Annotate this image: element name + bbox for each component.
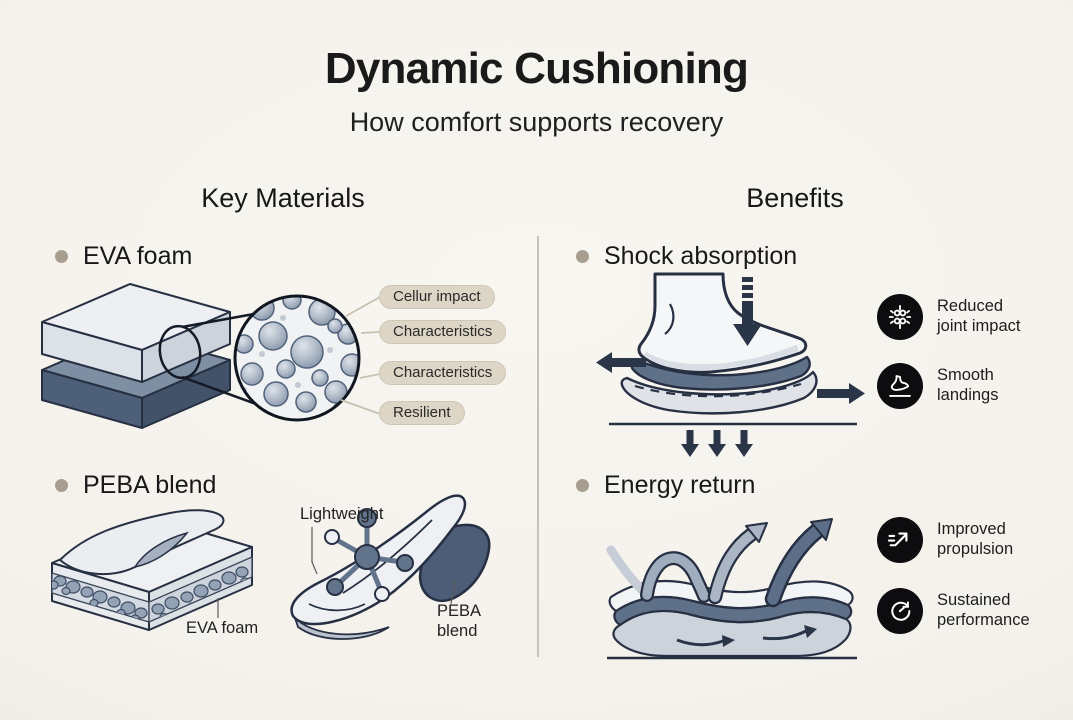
bullet-dot [576,479,589,492]
benefit-label: Energy return [604,471,756,499]
benefit-label: Shock absorption [604,242,798,270]
foam-core-front [52,575,148,622]
benefit-badge-reduced-joint-impact: Reduced joint impact [877,294,1020,340]
benefit-item-energy-return: Energy return [576,471,755,500]
badge-label: Reduced joint impact [937,297,1021,335]
smooth-landing-icon [877,363,923,409]
benefit-badge-smooth-landings: Smooth landings [877,363,998,409]
flow-arrows [676,625,817,647]
peba-blend-illustration [51,509,253,631]
eva-foam-illustration [41,283,381,429]
callout-leader-lines [340,296,381,415]
foot [637,272,808,374]
peeling-top-sheet [58,509,225,576]
materials-heading: Key Materials [201,183,365,213]
bullet-dot [55,479,68,492]
benefits-heading: Benefits [746,183,844,213]
material-item-eva-foam: EVA foam [55,242,192,271]
peba-blend-label: PEBA blend [437,602,482,641]
energy-return-illustration [606,518,857,660]
rebound-arrows [606,518,833,608]
left-dispersion-arrow [596,352,646,373]
callout-pill: Characteristics [379,320,507,344]
page-subtitle: How comfort supports recovery [349,107,724,137]
peba-blend-leader-line [450,579,456,605]
badge-label: Sustained performance [937,591,1030,629]
material-label: EVA foam [83,242,193,270]
benefit-badge-sustained-performance: Sustained performance [877,588,1030,634]
material-label: PEBA blend [83,471,217,499]
lightweight-label: Lightweight [300,505,384,523]
column-divider [537,236,539,657]
bullet-dot [576,250,589,263]
molecule-atoms [324,508,414,602]
benefit-badge-improved-propulsion: Improved propulsion [877,517,1013,563]
page-title: Dynamic Cushioning [324,44,749,93]
sole-layers [620,355,818,415]
insole-illustration [290,494,491,640]
bullet-dot [55,250,68,263]
callout-pill: Cellur impact [379,285,495,309]
magnifier-callout-icon [158,312,257,406]
wavy-midsole [608,579,854,658]
shock-absorption-illustration [596,272,865,457]
badge-label: Smooth landings [937,366,999,404]
eva-foam-layer-label: EVA foam [186,619,259,637]
badge-label: Improved propulsion [937,520,1014,558]
lightweight-leader-line [311,527,318,575]
performance-icon [877,588,923,634]
ground-impact-arrows [681,430,753,457]
right-dispersion-arrow [817,383,865,404]
material-item-peba-blend: PEBA blend [55,471,216,500]
benefit-item-shock-absorption: Shock absorption [576,242,797,271]
propulsion-icon [877,517,923,563]
joint-impact-icon [877,294,923,340]
callout-pill: Characteristics [379,361,507,385]
impact-down-arrow [733,277,762,346]
callout-pill: Resilient [379,401,465,425]
